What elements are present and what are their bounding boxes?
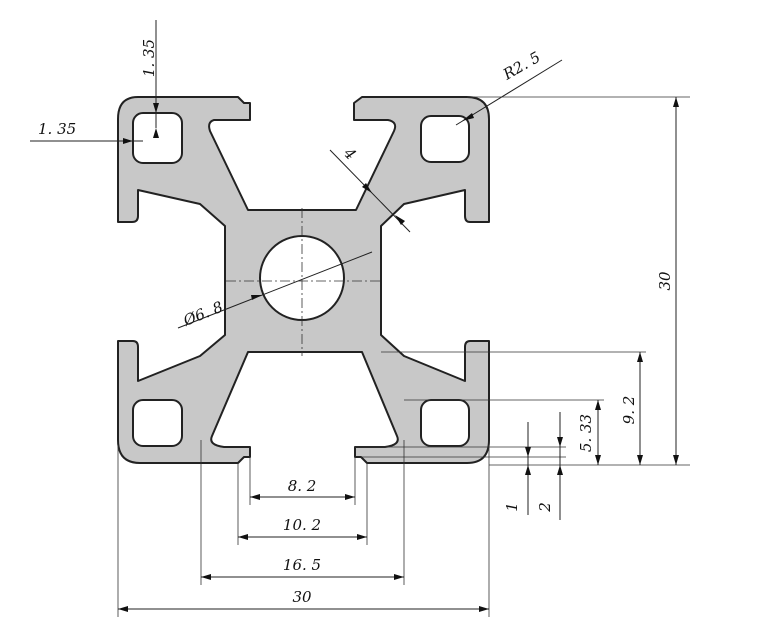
extrusion-profile (117, 96, 490, 464)
dim-label-lip-2: 2 (536, 502, 554, 513)
dim-label-wall-left: 1. 35 (38, 120, 76, 138)
dim-label-wall-top: 1. 35 (140, 39, 158, 77)
dim-lip: 1 2 (355, 412, 566, 520)
dim-label-center-bore: Ø6. 8 (180, 298, 226, 330)
dim-label-height-total: 30 (656, 271, 674, 291)
dim-height-total: 30 (467, 96, 690, 466)
dim-wall-top: 1. 35 (140, 20, 159, 138)
corner-hole-bottom-right (420, 399, 470, 447)
dim-label-web: 4 (339, 143, 359, 163)
dim-corner-radius: R2. 5 (455, 48, 563, 126)
dim-wall-left: 1. 35 (30, 120, 143, 144)
dim-slot-8-2: 8. 2 (249, 457, 356, 505)
dim-label-slot-8-2: 8. 2 (288, 477, 317, 495)
dim-label-slot-10-2: 10. 2 (283, 516, 321, 534)
dim-label-height-5-33: 5. 33 (577, 414, 595, 452)
corner-hole-top-right (420, 115, 470, 163)
dim-label-height-9-2: 9. 2 (620, 396, 638, 425)
dim-height-9-2: 9. 2 (381, 351, 646, 465)
dim-slot-16-5: 16. 5 (200, 440, 405, 585)
corner-hole-bottom-left (132, 399, 183, 447)
dim-width-total: 30 (117, 445, 490, 617)
dim-slot-10-2: 10. 2 (237, 463, 368, 545)
dim-label-lip-1: 1 (503, 502, 521, 512)
dim-label-corner-radius: R2. 5 (499, 48, 543, 84)
dim-height-5-33: 5. 33 (404, 399, 604, 465)
dim-label-slot-16-5: 16. 5 (283, 556, 321, 574)
dim-label-width-total: 30 (292, 588, 312, 606)
